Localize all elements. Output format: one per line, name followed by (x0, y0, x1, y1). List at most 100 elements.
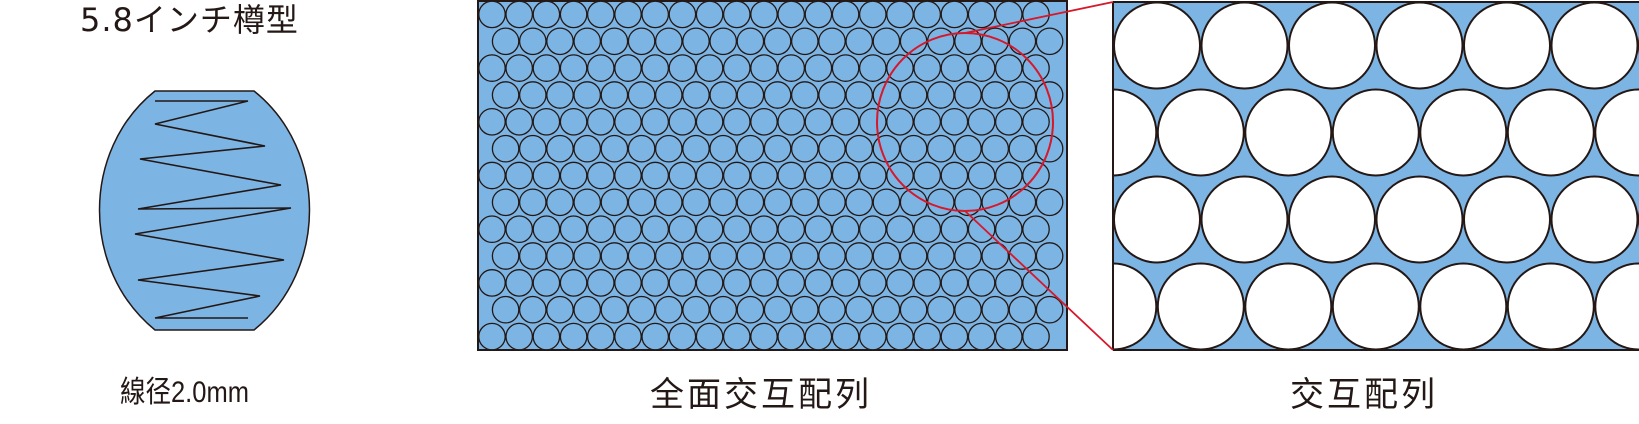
grid-coil-circle (722, 107, 751, 136)
grid-coil-circle (858, 107, 887, 136)
grid-coil-circle (654, 295, 683, 324)
grid-coil-circle (954, 295, 982, 324)
grid-coil-circle (845, 188, 874, 217)
grid-coil-circle (858, 161, 887, 190)
grid-coil-circle (858, 322, 887, 351)
barrel-spring-illustration (98, 90, 311, 331)
grid-coil-circle (641, 322, 670, 351)
grid-coil-circle (954, 81, 982, 109)
grid-coil-circle (682, 134, 710, 163)
grid-coil-circle (940, 0, 969, 29)
grid-coil-circle (790, 295, 819, 324)
grid-coil-circle (546, 27, 574, 56)
grid-coil-circle (790, 27, 819, 56)
grid-coil-circle (573, 295, 602, 324)
grid-coil-circle (1035, 242, 1064, 270)
grid-coil-circle (858, 215, 887, 244)
grid-coil-circle (546, 188, 574, 217)
grid-coil-circle (478, 322, 506, 351)
zoom-line-top (964, 1, 1114, 34)
grid-coil-circle (654, 188, 683, 217)
grid-coil-circle (695, 215, 724, 244)
zoom-coil-circle (1156, 262, 1245, 350)
grid-coil-circle (858, 0, 887, 29)
grid-coil-circle (1022, 215, 1050, 244)
grid-coil-circle (668, 269, 697, 297)
grid-coil-circle (614, 161, 642, 190)
grid-coil-circle (981, 134, 1010, 163)
zoom-coil-circle (1331, 262, 1420, 350)
grid-coil-circle (981, 188, 1010, 217)
grid-coil-circle (1008, 81, 1037, 109)
grid-coil-circle (872, 81, 901, 109)
grid-coil-circle (614, 107, 642, 136)
grid-coil-circle (709, 134, 738, 163)
grid-coil-circle (913, 0, 942, 29)
grid-coil-circle (695, 107, 724, 136)
grid-coil-circle (763, 81, 792, 109)
grid-coil-circle (777, 54, 806, 82)
grid-coil-circle (967, 107, 996, 136)
grid-coil-circle (954, 134, 982, 163)
grid-coil-circle (940, 322, 969, 351)
grid-coil-circle (750, 107, 778, 136)
grid-coil-circle (818, 188, 846, 217)
grid-coil-circle (981, 27, 1010, 56)
grid-coil-circle (872, 27, 901, 56)
grid-coil-circle (505, 107, 534, 136)
grid-coil-circle (559, 322, 588, 351)
grid-coil-circle (750, 161, 778, 190)
grid-coil-circle (518, 242, 547, 270)
grid-coil-circle (886, 269, 914, 297)
grid-coil-circle (913, 215, 942, 244)
grid-coil-circle (709, 295, 738, 324)
grid-coil-circle (763, 242, 792, 270)
grid-coil-circle (614, 215, 642, 244)
grid-coil-circle (559, 0, 588, 29)
grid-coil-circle (750, 322, 778, 351)
grid-coil-circle (736, 242, 765, 270)
grid-coil-circle (831, 215, 860, 244)
grid-coil-circle (763, 295, 792, 324)
grid-coil-circle (926, 81, 955, 109)
grid-coil-circle (926, 134, 955, 163)
grid-coil-circle (709, 242, 738, 270)
grid-coil-circle (763, 27, 792, 56)
grid-coil-circle (981, 81, 1010, 109)
grid-coil-circle (668, 215, 697, 244)
grid-coil-circle (518, 27, 547, 56)
zoom-coil-circle (1244, 262, 1333, 350)
grid-coil-circle (722, 322, 751, 351)
grid-coil-circle (818, 27, 846, 56)
grid-coil-circle (654, 27, 683, 56)
grid-coil-circle (1008, 188, 1037, 217)
grid-coil-circle (940, 54, 969, 82)
grid-coil-circle (899, 81, 928, 109)
grid-coil-circle (627, 242, 656, 270)
grid-coil-circle (641, 54, 670, 82)
grid-coil-circle (505, 269, 534, 297)
grid-coil-circle (546, 81, 574, 109)
grid-coil-circle (790, 81, 819, 109)
grid-coil-circle (1008, 134, 1037, 163)
grid-coil-circle (532, 322, 561, 351)
zoom-coil-circle (1200, 175, 1289, 264)
grid-coil-circle (668, 322, 697, 351)
barrel-spring-body (98, 90, 311, 331)
grid-coil-circle (940, 269, 969, 297)
grid-coil-circle (614, 322, 642, 351)
grid-coil-circle (505, 0, 534, 29)
grid-coil-circle (559, 269, 588, 297)
grid-coil-circle (1035, 27, 1064, 56)
grid-coil-circle (818, 134, 846, 163)
grid-coil-circle (886, 161, 914, 190)
grid-coil-circle (722, 161, 751, 190)
grid-coil-circle (804, 0, 833, 29)
grid-coil-circle (668, 161, 697, 190)
grid-coil-circle (804, 269, 833, 297)
grid-coil-circle (1022, 322, 1050, 351)
grid-coil-circle (573, 134, 602, 163)
grid-coil-circle (682, 188, 710, 217)
grid-coil-circle (831, 269, 860, 297)
grid-coil-circle (1008, 295, 1037, 324)
